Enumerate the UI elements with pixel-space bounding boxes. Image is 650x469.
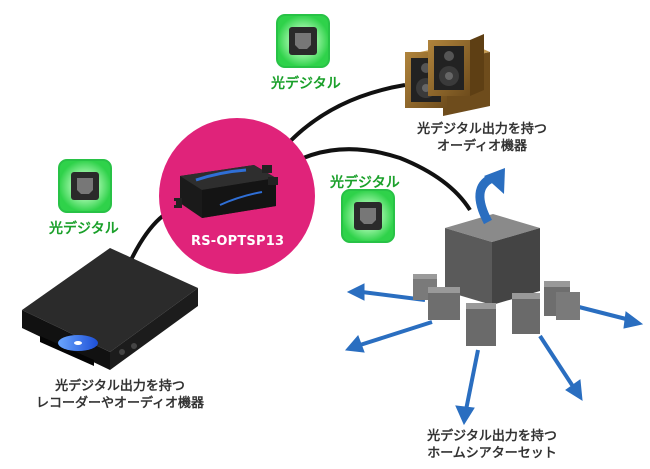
- recorder-icon: [22, 248, 198, 370]
- caption-line: レコーダーやオーディオ機器: [35, 396, 205, 411]
- cable-splitter-to-theater: [276, 147, 472, 212]
- caption-line: ホームシアターセット: [427, 446, 557, 461]
- caption-line: 光デジタル出力を持つ: [427, 429, 557, 444]
- optical-port-icon: [58, 159, 112, 213]
- optical-port-icon: [276, 14, 330, 68]
- speakers-icon: [405, 34, 490, 116]
- product-name: RS-OPTSP13: [191, 234, 285, 249]
- source-caption: 光デジタル出力を持つ レコーダーやオーディオ機器: [15, 378, 225, 412]
- splitter-product: [159, 118, 315, 274]
- caption-line: 光デジタル出力を持つ: [55, 379, 185, 394]
- optical-label: 光デジタル: [330, 175, 400, 191]
- theater-caption: 光デジタル出力を持つ ホームシアターセット: [407, 428, 577, 462]
- caption-line: オーディオ機器: [436, 139, 528, 154]
- caption-line: 光デジタル出力を持つ: [417, 122, 547, 137]
- optical-port-icon: [341, 189, 395, 243]
- optical-label: 光デジタル: [271, 76, 341, 92]
- home-theater-icon: [345, 168, 644, 426]
- optical-label: 光デジタル: [49, 221, 119, 237]
- speakers-caption: 光デジタル出力を持つ オーディオ機器: [407, 121, 557, 155]
